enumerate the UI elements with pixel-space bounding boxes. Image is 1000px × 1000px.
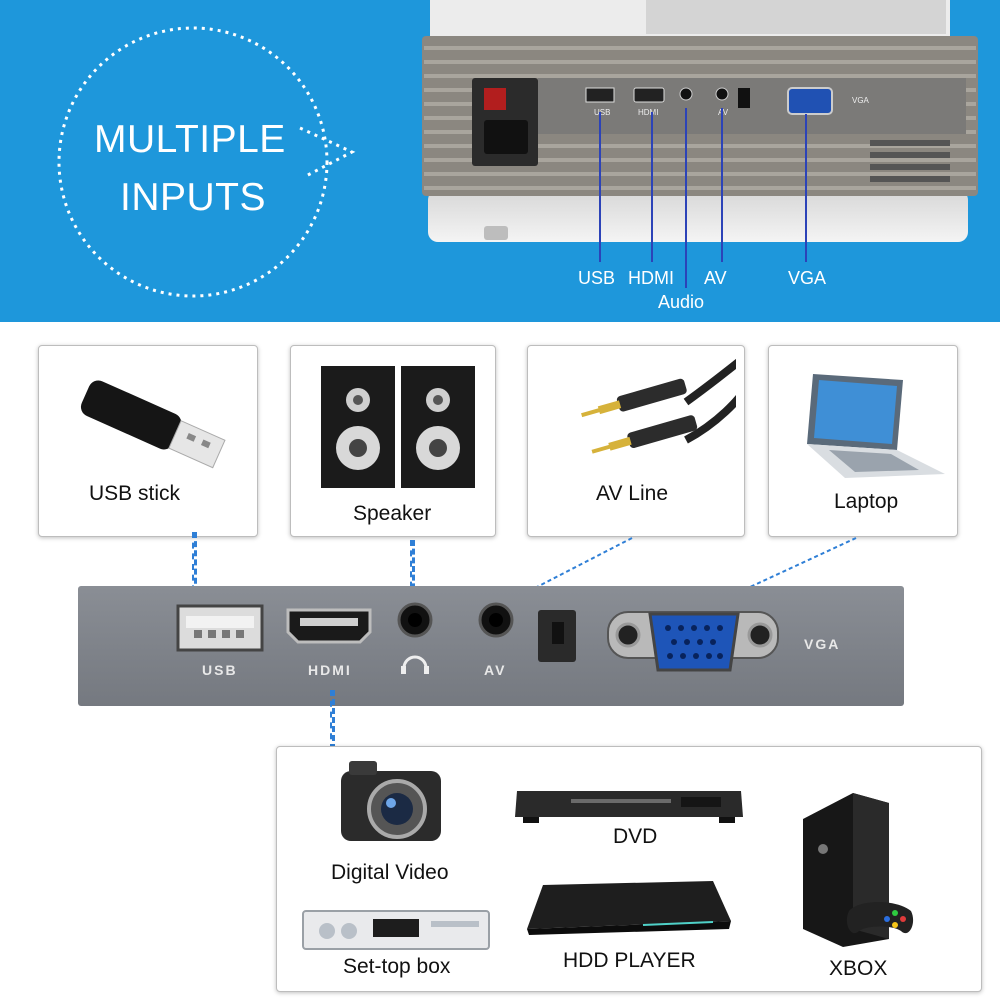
panel-hdmi-label: HDMI xyxy=(308,662,352,678)
speaker-label: Speaker xyxy=(353,502,432,525)
hdd-player-label: HDD PLAYER xyxy=(563,949,696,972)
camera-icon xyxy=(341,761,441,841)
hdd-player-icon xyxy=(527,881,731,935)
bubble-title-line2: INPUTS xyxy=(120,176,267,219)
card-usb-stick: USB stick xyxy=(38,345,258,537)
projector-port-vga-label: VGA xyxy=(852,96,869,105)
projector-port-hdmi-label: HDMI xyxy=(638,108,659,117)
laptop-label: Laptop xyxy=(834,490,899,513)
panel-av-label: AV xyxy=(484,662,507,678)
digital-video-label: Digital Video xyxy=(331,861,449,884)
card-laptop: Laptop xyxy=(768,345,958,537)
panel-ports xyxy=(176,602,779,674)
dvd-player-icon xyxy=(515,791,743,823)
projector-port-av-label: AV xyxy=(718,108,729,117)
callout-lines xyxy=(599,108,807,288)
card-av-line: AV Line xyxy=(527,345,745,537)
callout-usb: USB xyxy=(578,268,616,288)
av-line-label: AV Line xyxy=(596,482,668,505)
laptop-icon xyxy=(807,374,945,478)
panel-usb-label: USB xyxy=(202,662,238,678)
xbox-label: XBOX xyxy=(829,957,888,980)
card-speaker: Speaker xyxy=(290,345,496,537)
panel-vga-label: VGA xyxy=(804,636,841,652)
callout-av: AV xyxy=(704,268,727,288)
callout-vga: VGA xyxy=(788,268,827,288)
set-top-box-label: Set-top box xyxy=(343,955,451,978)
dvd-label: DVD xyxy=(613,825,658,848)
set-top-box-icon xyxy=(302,910,490,950)
callout-audio: Audio xyxy=(658,292,705,312)
av-cable-icon xyxy=(581,358,736,454)
projector-port-usb-label: USB xyxy=(594,108,611,117)
callout-hdmi: HDMI xyxy=(628,268,674,288)
bubble-title-line1: MULTIPLE xyxy=(94,118,286,161)
connector-hdmi xyxy=(330,690,335,750)
port-panel: USB HDMI AV VGA xyxy=(78,586,904,706)
xbox-console-icon xyxy=(803,793,914,947)
card-hdmi-devices: Digital Video Set-top box DVD HDD PLAYER… xyxy=(276,746,982,992)
speech-bubble xyxy=(57,26,356,298)
usb-stick-icon xyxy=(80,380,226,469)
projector-rear-image xyxy=(422,0,978,242)
promo-banner: MULTIPLE INPUTS xyxy=(0,0,1000,322)
speaker-icon xyxy=(321,366,475,488)
usb-stick-label: USB stick xyxy=(89,482,181,505)
